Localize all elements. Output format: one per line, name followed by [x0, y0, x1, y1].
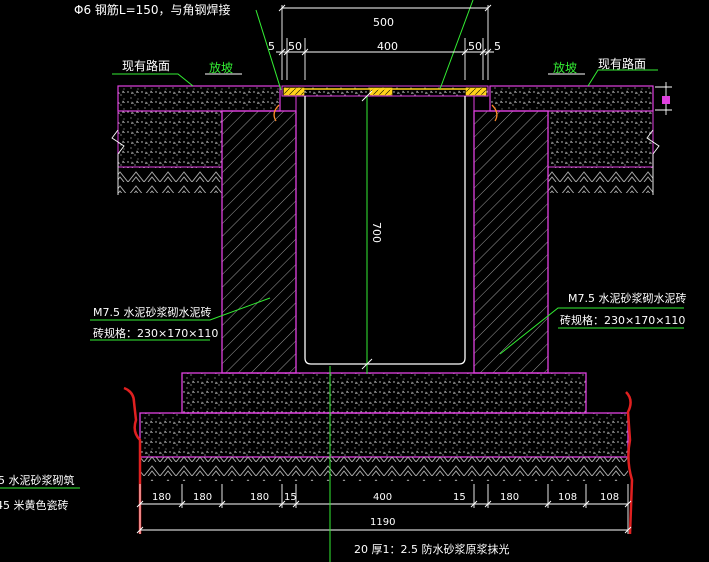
dim-depth: 700	[370, 222, 383, 243]
dim-top-fifty-left: 50	[288, 40, 302, 53]
mortar-left-line1: M7.5 水泥砂浆砌水泥砖	[93, 305, 211, 319]
left-note-line2: 45 米黄色瓷砖	[0, 498, 69, 512]
dim-top-fifty-right: 50	[468, 40, 482, 53]
brick-walls	[221, 96, 549, 374]
mortar-left-line2: 砖规格：230×170×110	[93, 326, 218, 340]
road-thickness-marker	[662, 96, 670, 104]
break-line-right	[625, 391, 634, 535]
break-symbol-right	[646, 129, 660, 195]
dim-seg-9: 108	[600, 492, 619, 503]
rebar-leader-left	[255, 9, 282, 91]
foundation-upper	[181, 372, 587, 414]
slope-left-label: 放坡	[209, 60, 233, 75]
mortar-right-line2: 砖规格：230×170×110	[560, 313, 685, 327]
angle-steel-right	[465, 87, 487, 96]
base-course-left	[117, 110, 223, 168]
foundation-lower	[139, 412, 629, 458]
cover-plate	[283, 87, 487, 96]
mortar-leaders	[90, 297, 684, 355]
road-thickness-dim	[655, 82, 672, 115]
left-note-line1: 5 水泥砂浆砌筑	[0, 473, 75, 487]
top-dimensions	[276, 4, 494, 80]
channel-interior	[304, 96, 466, 365]
dim-seg-4: 15	[284, 492, 297, 503]
soil-right	[548, 167, 653, 193]
brick-wall-left	[221, 110, 297, 374]
slope-right-label: 放坡	[553, 60, 577, 75]
dim-top-five-left: 5	[268, 40, 275, 53]
mortar-right-line1: M7.5 水泥砂浆砌水泥砖	[568, 291, 686, 305]
road-left-label: 现有路面	[122, 58, 170, 73]
dim-seg-6: 15	[453, 492, 466, 503]
bottom-note-label: 20 厚1：2.5 防水砂浆原浆抹光	[354, 542, 509, 556]
break-symbol-left	[111, 129, 125, 195]
road-left-leader	[112, 73, 194, 87]
dim-seg-2: 180	[193, 492, 212, 503]
dim-bottom-total: 1190	[370, 517, 395, 528]
road-surface-right	[489, 85, 654, 112]
break-line-left	[123, 386, 142, 534]
road-right-leader	[587, 69, 658, 87]
cover-tile	[369, 87, 393, 96]
base-course-right	[547, 110, 654, 168]
rebar-leaders	[255, 0, 498, 122]
dim-seg-8: 108	[558, 492, 577, 503]
angle-steel-left	[283, 87, 305, 96]
mortar-leader-right	[499, 307, 684, 355]
dim-seg-1: 180	[152, 492, 171, 503]
anchor-hook-left	[273, 104, 280, 122]
dim-top-total: 500	[373, 16, 394, 29]
slope-indicators	[112, 69, 658, 87]
depth-dimension	[361, 90, 373, 374]
base-course	[117, 110, 654, 168]
mortar-leader-left	[90, 297, 271, 321]
dim-seg-7: 180	[500, 492, 519, 503]
anchor-hook-right	[491, 104, 498, 122]
bottom-dimensions	[136, 484, 632, 534]
rebar-leader-center	[439, 0, 474, 90]
brick-wall-right	[473, 110, 549, 374]
dim-top-five-right: 5	[494, 40, 501, 53]
dim-seg-3: 180	[250, 492, 269, 503]
road-right-label: 现有路面	[598, 56, 646, 71]
dim-top-inner: 400	[377, 40, 398, 53]
foundation-soil	[140, 457, 628, 481]
foundation	[139, 372, 629, 481]
soil-left	[118, 167, 222, 193]
rebar-note-label: Φ6 钢筋L=150，与角钢焊接	[74, 2, 231, 17]
soil-hatch	[118, 166, 653, 193]
road-surface-left	[117, 85, 281, 112]
dim-seg-5: 400	[373, 492, 392, 503]
